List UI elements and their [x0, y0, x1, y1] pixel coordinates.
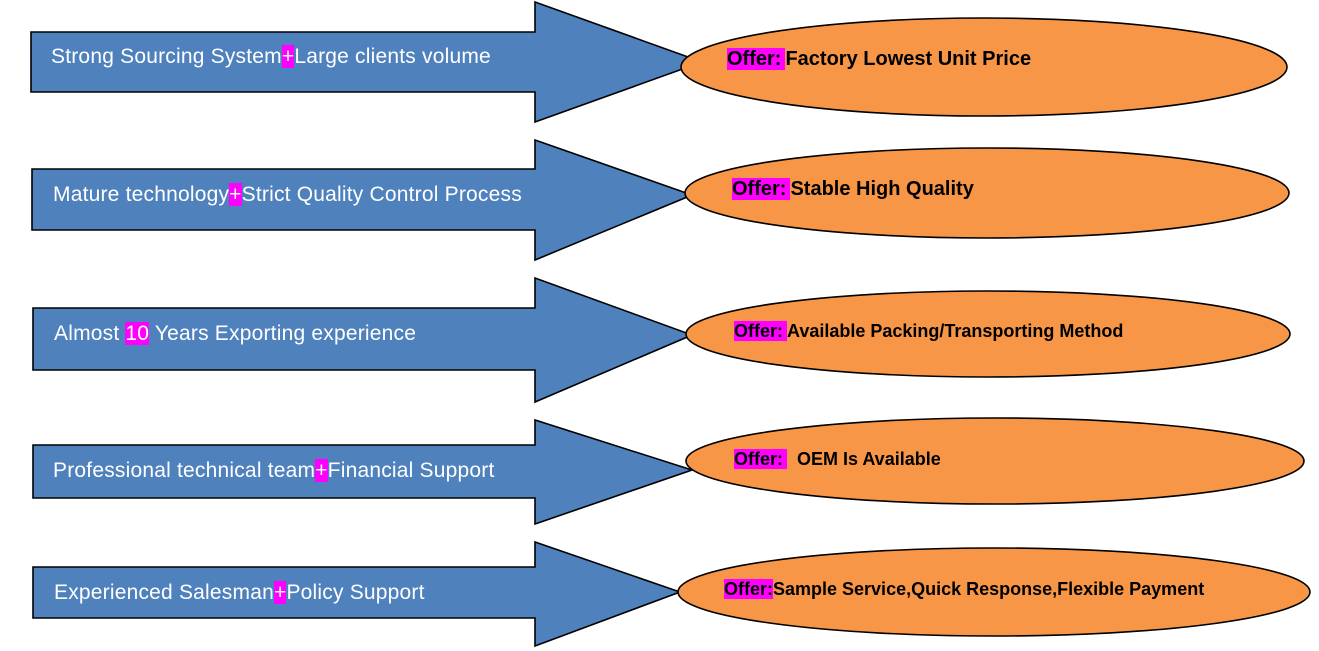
source-text: Large clients volume: [294, 45, 491, 68]
highlight-plus: +: [273, 581, 287, 604]
arrow-2: [31, 138, 695, 262]
offer-label-4: Offer: OEM Is Available: [734, 449, 941, 470]
offer-label-3: Offer:Available Packing/Transporting Met…: [734, 321, 1123, 342]
source-text: Financial Support: [327, 459, 495, 482]
offer-text: OEM Is Available: [787, 449, 941, 469]
offer-ellipse-5: [677, 547, 1311, 637]
source-text: Strong Sourcing System: [51, 45, 282, 68]
arrow-5: [32, 540, 683, 648]
offer-prefix: Offer:: [732, 178, 791, 200]
highlight-plus: +: [315, 459, 328, 482]
source-text: Almost: [54, 322, 126, 345]
highlight-number: 10: [125, 322, 150, 345]
offer-prefix: Offer:: [734, 321, 787, 341]
offer-ellipse-2: [684, 147, 1290, 239]
offer-label-5: Offer:Sample Service,Quick Response,Flex…: [724, 579, 1204, 600]
offer-label-1: Offer:Factory Lowest Unit Price: [727, 48, 1031, 71]
offer-text: Stable High Quality: [790, 178, 974, 200]
highlight-plus: +: [229, 183, 242, 206]
offer-text: Factory Lowest Unit Price: [785, 48, 1032, 70]
arrow-4: [32, 418, 695, 526]
source-text: Strict Quality Control Process: [241, 183, 522, 206]
offer-text: Sample Service,Quick Response,Flexible P…: [773, 579, 1205, 599]
offer-prefix: Offer:: [727, 48, 786, 70]
offer-label-2: Offer:Stable High Quality: [732, 178, 974, 201]
source-text: Policy Support: [286, 581, 425, 604]
source-label-3: Almost 10 Years Exporting experience: [54, 322, 416, 346]
source-label-5: Experienced Salesman+Policy Support: [54, 581, 425, 605]
source-text: Mature technology: [53, 183, 230, 206]
source-label-2: Mature technology+Strict Quality Control…: [53, 183, 522, 207]
highlight-plus: +: [281, 45, 295, 68]
offer-ellipse-4: [685, 417, 1305, 505]
offer-ellipse-1: [680, 17, 1288, 117]
source-text: Years Exporting experience: [149, 322, 417, 345]
offer-text: Available Packing/Transporting Method: [787, 321, 1124, 341]
source-text: Professional technical team: [53, 459, 316, 482]
source-label-4: Professional technical team+Financial Su…: [53, 459, 495, 483]
offer-prefix: Offer:: [734, 449, 787, 469]
source-text: Experienced Salesman: [54, 581, 274, 604]
arrow-1: [30, 0, 705, 124]
source-label-1: Strong Sourcing System+Large clients vol…: [51, 45, 491, 69]
offer-ellipse-3: [685, 290, 1291, 378]
arrow-3: [32, 276, 695, 404]
offer-prefix: Offer:: [724, 579, 773, 599]
